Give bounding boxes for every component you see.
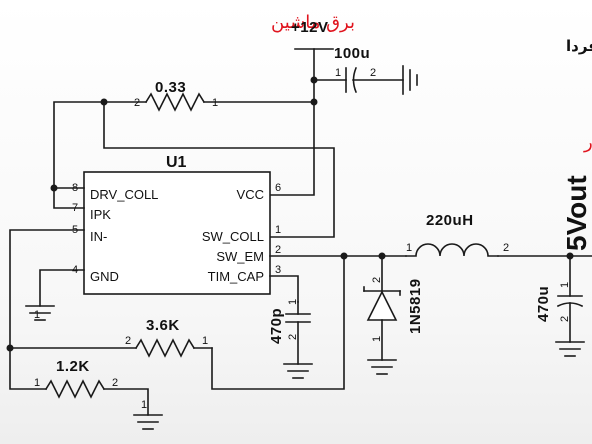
wire-tim-cap [269, 275, 299, 303]
pin-number: 1 [287, 299, 299, 305]
pin-number: 1 [559, 282, 571, 288]
pin-number: 2 [112, 377, 118, 389]
c-out-value: 470u [535, 286, 552, 322]
pin-number: 2 [275, 244, 281, 256]
output-label-fa: خروجی شارژر [583, 132, 592, 153]
ic-pin-label: VCC [237, 187, 264, 202]
pin-number: 1 [34, 377, 40, 389]
ic-pin-label: DRV_COLL [90, 187, 158, 202]
ic-pin-label: GND [90, 269, 119, 284]
r-sense-value: 0.33 [155, 79, 186, 96]
wire-vcc [269, 101, 315, 196]
r-top-resistor [134, 338, 196, 358]
ic-pin-label: SW_EM [216, 249, 264, 264]
pin-number: 1 [141, 399, 147, 411]
wire [211, 255, 345, 390]
pin-number: 8 [72, 182, 78, 194]
pin-number: 2 [370, 67, 376, 79]
brand-label-fa: علم فردا [566, 37, 592, 55]
pin-number: 2 [134, 97, 140, 109]
r-bottom-value: 1.2K [56, 358, 90, 375]
pin-number: 2 [125, 335, 131, 347]
pin-number: 1 [275, 224, 281, 236]
pin-number: 6 [275, 182, 281, 194]
pin-number: 1 [212, 97, 218, 109]
inductor-value: 220uH [426, 212, 474, 229]
pin-number: 1 [202, 335, 208, 347]
wire [103, 388, 149, 416]
pin-number: 1 [34, 309, 40, 321]
inductor-coil [405, 243, 499, 257]
supply-voltage-label: +12V [291, 19, 328, 36]
wire-sw-coll [103, 101, 335, 238]
pin-number: 1 [335, 67, 341, 79]
diode-1n5819-body [366, 290, 398, 321]
pin-stub [53, 187, 85, 209]
pin-number: 2 [287, 334, 299, 340]
pin-number: 4 [72, 264, 78, 276]
pin-number: 2 [371, 277, 383, 283]
ic-reference: U1 [166, 154, 187, 171]
r-top-value: 3.6K [146, 317, 180, 334]
ic-pin-label: SW_COLL [202, 229, 264, 244]
pin-number: 3 [275, 264, 281, 276]
ic-pin-label: IPK [90, 207, 111, 222]
wire [9, 347, 47, 390]
wire [53, 101, 147, 189]
ic-u1-body [83, 171, 271, 295]
pin-number: 2 [503, 242, 509, 254]
ic-pin-label: IN- [90, 229, 107, 244]
input-label-fa: برق ماشین [271, 12, 355, 33]
pin-number: 1 [371, 336, 383, 342]
output-net-label: 5Vout [561, 175, 592, 251]
c-in-value: 100u [334, 45, 370, 62]
pin-number: 7 [72, 202, 78, 214]
c-timing-value: 470p [268, 308, 285, 344]
pin-number: 2 [559, 316, 571, 322]
feedback-wire [9, 229, 85, 349]
pin-number: 5 [72, 224, 78, 236]
r-sense-resistor [144, 92, 206, 112]
diode-part-number: 1N5819 [407, 278, 424, 334]
r-bottom-resistor [44, 379, 106, 399]
pin-number: 1 [406, 242, 412, 254]
pin-stub-gnd [39, 269, 85, 307]
ic-pin-label: TIM_CAP [208, 269, 264, 284]
